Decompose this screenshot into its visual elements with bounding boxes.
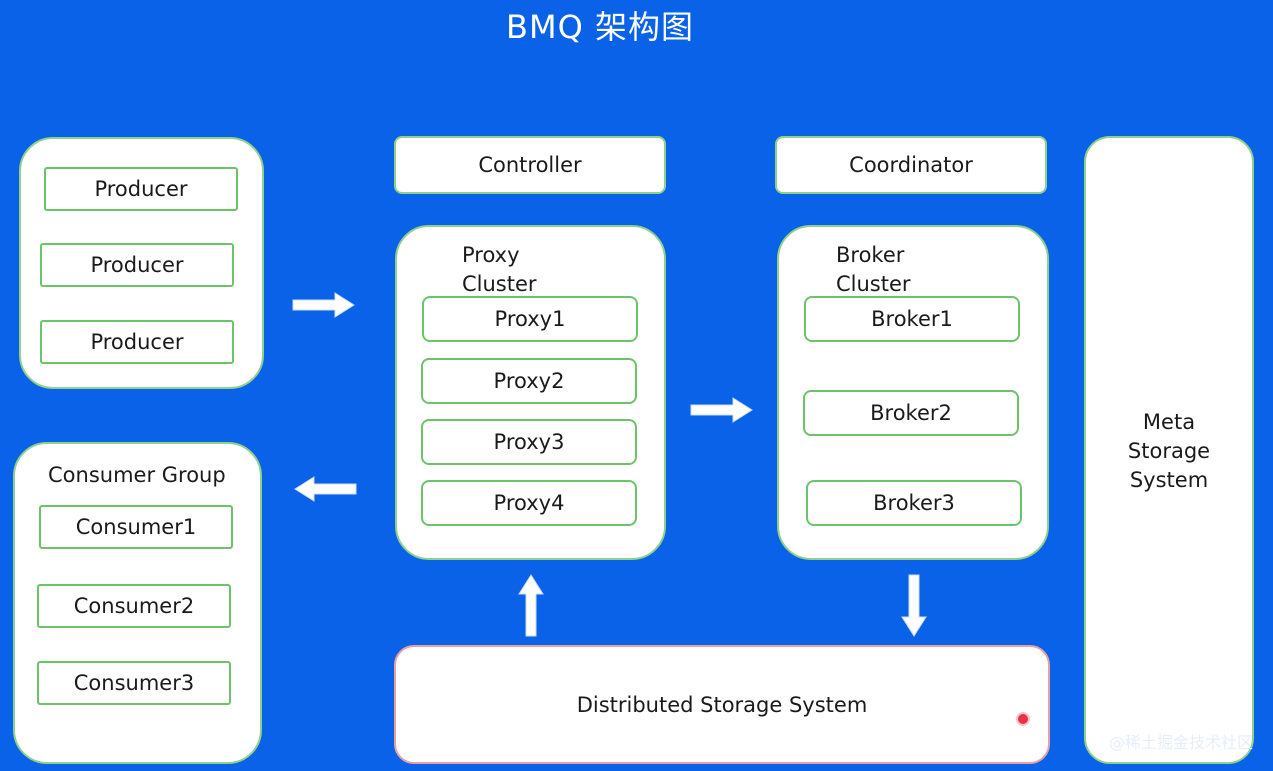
meta-storage-panel: Meta Storage System (1084, 136, 1254, 764)
broker-cluster-label: Broker Cluster (836, 243, 911, 296)
distributed-storage-label: Distributed Storage System (576, 692, 868, 717)
arrow-up-storage-to-proxy (518, 574, 544, 637)
proxy-box-2: Proxy2 (421, 358, 637, 404)
proxy-box-1: Proxy1 (422, 296, 638, 342)
watermark: @稀土掘金技术社区 (1108, 733, 1253, 752)
arrow-right-proxy-to-broker (690, 397, 753, 423)
consumer-group-label: Consumer Group (48, 463, 226, 487)
broker-box-3: Broker3 (806, 480, 1022, 526)
arrow-left-proxy-to-consumers (294, 476, 357, 502)
controller-box: Controller (394, 136, 666, 194)
meta-storage-label: Meta Storage System (1127, 410, 1211, 492)
diagram-title: BMQ 架构图 (506, 8, 694, 46)
proxy-box-3: Proxy3 (421, 419, 637, 465)
producer-box-2: Producer (40, 243, 234, 287)
proxy-box-4: Proxy4 (421, 480, 637, 526)
cursor-dot (1016, 712, 1030, 726)
coordinator-box: Coordinator (775, 136, 1047, 194)
producer-box-3: Producer (40, 320, 234, 364)
arrow-down-broker-to-storage (901, 574, 927, 637)
broker-box-1: Broker1 (804, 296, 1020, 342)
consumer-box-3: Consumer3 (37, 661, 231, 705)
proxy-cluster-label: Proxy Cluster (462, 243, 537, 296)
broker-box-2: Broker2 (803, 390, 1019, 436)
distributed-storage-panel: Distributed Storage System (394, 645, 1050, 764)
consumer-box-2: Consumer2 (37, 584, 231, 628)
producer-box-1: Producer (44, 167, 238, 211)
consumer-box-1: Consumer1 (39, 505, 233, 549)
arrow-right-producers-to-proxy (292, 292, 355, 318)
